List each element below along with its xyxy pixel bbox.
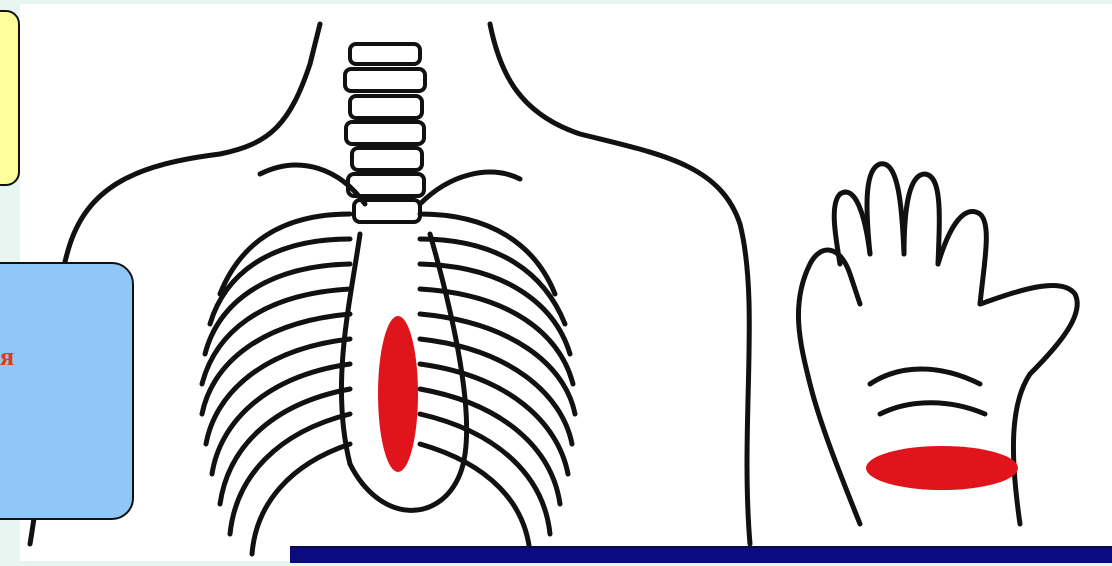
heart-highlight	[378, 316, 418, 472]
blue-callout-box	[0, 262, 134, 520]
ribs-left	[202, 214, 350, 554]
anatomy-illustration	[20, 4, 1112, 561]
body-outline-right	[490, 24, 750, 544]
clavicle-left	[260, 165, 365, 204]
clavicle-right	[420, 172, 520, 204]
yellow-callout-box	[0, 10, 20, 186]
ribs-right	[420, 214, 575, 554]
palm-highlight	[866, 446, 1018, 490]
blue-callout-text: я	[0, 342, 22, 372]
anatomy-drawing	[20, 4, 1112, 561]
bottom-caption-bar	[290, 546, 1112, 563]
